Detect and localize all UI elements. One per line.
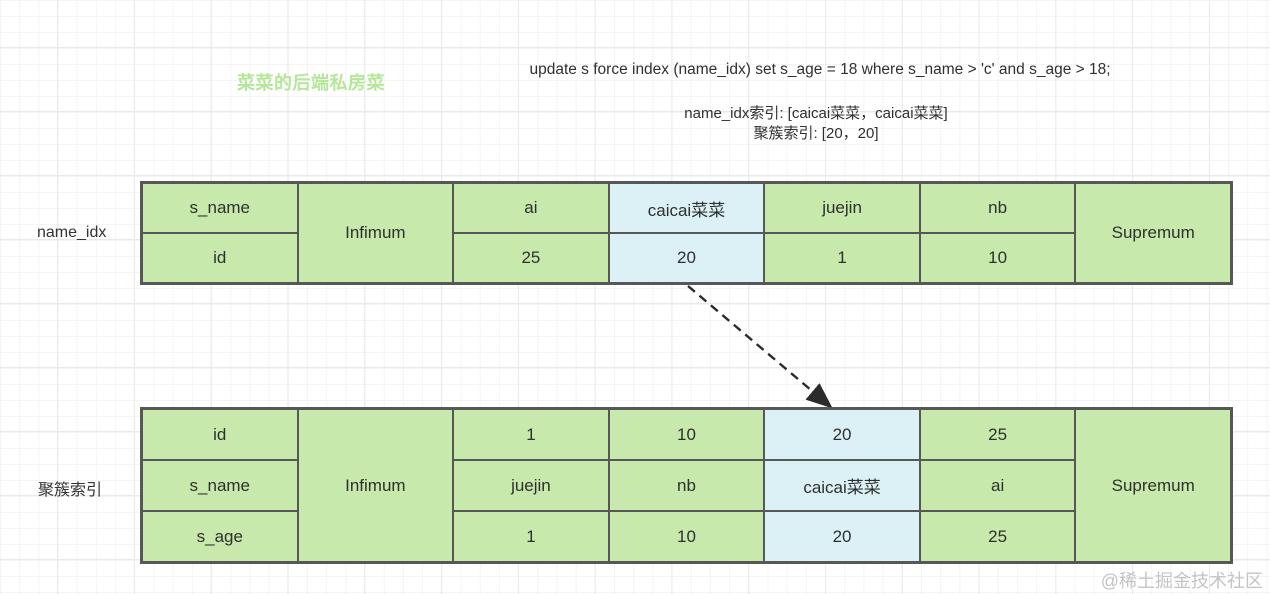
highlight-cell: 20 — [764, 511, 920, 562]
supremum-cell: Supremum — [1075, 183, 1231, 283]
table-cell: s_name — [142, 460, 298, 511]
table-cell: 10 — [608, 409, 765, 460]
table-cell: 10 — [608, 511, 765, 562]
name-idx-table: s_name id Infimum ai 25 caicai菜菜 20 juej… — [140, 181, 1233, 285]
highlight-cell: caicai菜菜 — [608, 183, 765, 233]
table-cell: 10 — [919, 233, 1076, 283]
table-cell: s_name — [142, 183, 298, 233]
highlight-cell: 20 — [764, 409, 920, 460]
clustered-index-table: id s_name s_age Infimum 1 juejin 1 10 nb… — [140, 407, 1233, 564]
table-cell: 1 — [453, 511, 609, 562]
site-watermark: @稀土掘金技术社区 — [1100, 571, 1263, 591]
table-cell: id — [142, 409, 298, 460]
table-cell: nb — [919, 183, 1076, 233]
sql-statement: update s force index (name_idx) set s_ag… — [529, 61, 1111, 78]
infimum-cell: Infimum — [297, 183, 454, 283]
table-cell: juejin — [453, 460, 609, 511]
name-idx-result-line: name_idx索引: [caicai菜菜，caicai菜菜] — [684, 105, 948, 122]
brand-watermark: 菜菜的后端私房菜 — [237, 73, 385, 93]
table-cell: s_age — [142, 511, 298, 562]
lookup-arrow — [687, 285, 833, 409]
highlight-cell: caicai菜菜 — [764, 460, 920, 511]
name-idx-table-label: name_idx — [37, 224, 107, 241]
table-cell: ai — [453, 183, 609, 233]
highlight-cell: 20 — [608, 233, 765, 283]
table-cell: 1 — [764, 233, 920, 283]
clustered-table-label: 聚簇索引 — [38, 482, 103, 499]
table-cell: juejin — [764, 183, 920, 233]
table-cell: id — [142, 233, 298, 283]
table-cell: 25 — [919, 511, 1076, 562]
table-cell: 25 — [453, 233, 609, 283]
supremum-cell: Supremum — [1075, 409, 1231, 562]
table-cell: 25 — [919, 409, 1076, 460]
table-cell: 1 — [453, 409, 609, 460]
table-cell: nb — [608, 460, 765, 511]
table-cell: ai — [919, 460, 1076, 511]
clustered-result-line: 聚簇索引: [20，20] — [753, 125, 879, 142]
infimum-cell: Infimum — [297, 409, 454, 562]
